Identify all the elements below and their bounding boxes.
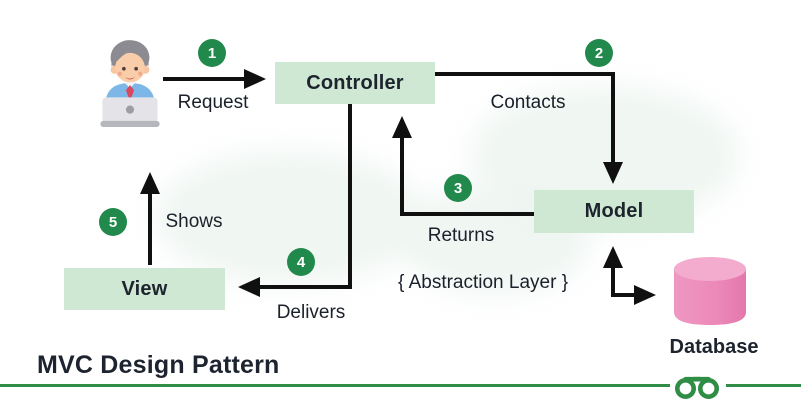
step-badge-3: 3 xyxy=(444,174,472,202)
step-badge-1: 1 xyxy=(198,39,226,67)
step-badge-2: 2 xyxy=(585,39,613,67)
database-label: Database xyxy=(669,336,759,358)
geeksforgeeks-logo-icon xyxy=(675,376,719,399)
footer-divider-right xyxy=(726,384,801,387)
arrow-returns xyxy=(392,116,534,216)
label-returns: Returns xyxy=(427,225,495,246)
database-cylinder-icon xyxy=(674,257,746,325)
label-delivers: Delivers xyxy=(276,302,346,323)
page-title: MVC Design Pattern xyxy=(37,351,280,379)
view-label: View xyxy=(121,277,168,300)
view-node: View xyxy=(64,268,225,310)
step-number: 4 xyxy=(296,253,306,271)
label-contacts: Contacts xyxy=(490,92,566,113)
step-number: 3 xyxy=(453,179,463,197)
label-request: Request xyxy=(177,92,249,113)
abstraction-layer-note: { Abstraction Layer } xyxy=(398,272,569,293)
arrow-contacts xyxy=(435,72,623,184)
controller-label: Controller xyxy=(306,71,404,94)
label-shows: Shows xyxy=(165,211,223,232)
step-badge-4: 4 xyxy=(287,248,315,276)
arrow-delivers xyxy=(238,104,352,297)
step-badge-5: 5 xyxy=(99,208,127,236)
step-number: 1 xyxy=(207,44,217,62)
model-node: Model xyxy=(534,190,694,233)
step-number: 5 xyxy=(108,213,118,231)
step-number: 2 xyxy=(594,44,604,62)
model-label: Model xyxy=(584,200,644,222)
footer-divider-left xyxy=(0,384,670,387)
controller-node: Controller xyxy=(275,62,435,104)
user-at-laptop-icon xyxy=(100,40,160,127)
